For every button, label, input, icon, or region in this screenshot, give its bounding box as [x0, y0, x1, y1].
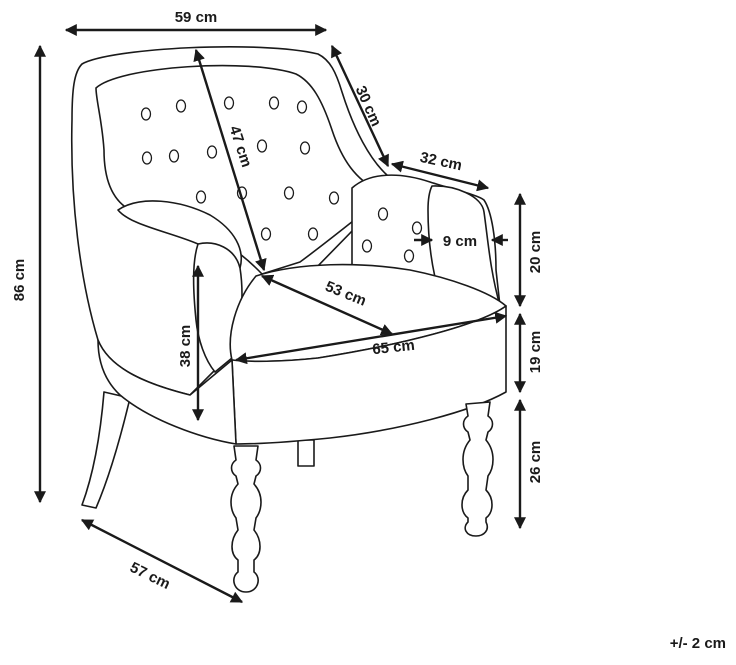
label-armrest-width: 9 cm [443, 233, 477, 250]
back-left-leg [81, 391, 131, 509]
back-right-leg [297, 439, 315, 467]
tufting-buttons [140, 96, 423, 263]
label-tolerance: +/- 2 cm [670, 635, 726, 652]
label-arm-to-seat: 38 cm [177, 325, 194, 368]
label-leg-height: 26 cm [527, 441, 544, 484]
label-back-depth: 30 cm [352, 83, 385, 129]
dim-line-65 [234, 311, 508, 365]
dim-line-57 [80, 518, 244, 604]
dim-line-32 [390, 160, 490, 192]
front-right-leg [461, 401, 494, 537]
dim-line-30 [330, 44, 390, 168]
label-armrest-height: 20 cm [527, 231, 544, 274]
front-left-leg [230, 445, 262, 593]
label-seat-width: 65 cm [371, 337, 415, 358]
label-armrest-length: 32 cm [418, 149, 463, 174]
label-seat-thickness: 19 cm [527, 331, 544, 374]
label-total-height: 86 cm [11, 259, 28, 302]
dim-line-47 [193, 48, 267, 272]
armchair-illustration [70, 45, 507, 593]
label-width-top: 59 cm [175, 9, 218, 26]
dimension-lines [34, 24, 526, 604]
